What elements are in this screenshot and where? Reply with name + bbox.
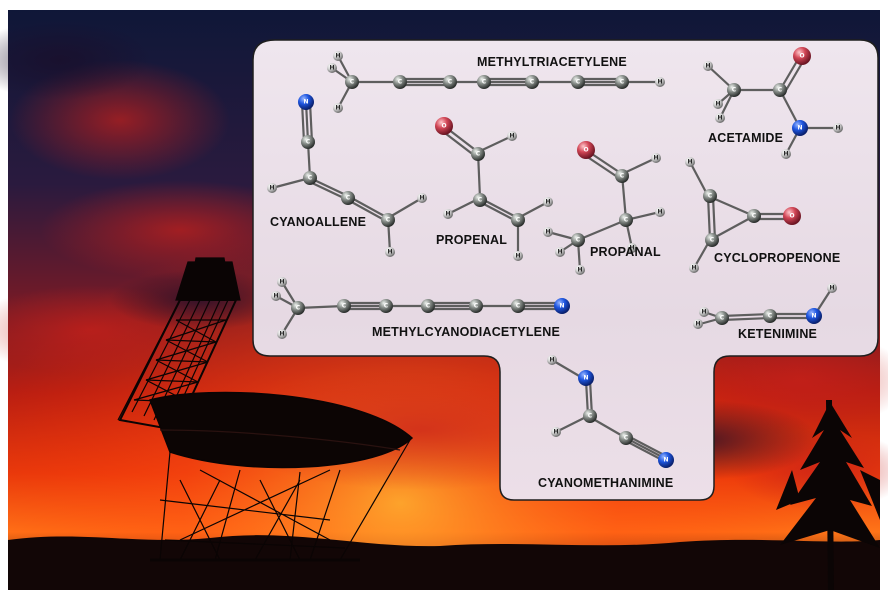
- svg-text:C: C: [720, 315, 725, 322]
- svg-text:C: C: [576, 79, 581, 86]
- svg-text:C: C: [778, 87, 783, 94]
- svg-text:C: C: [342, 303, 347, 310]
- svg-text:C: C: [620, 173, 625, 180]
- svg-text:N: N: [303, 99, 308, 106]
- svg-text:C: C: [426, 303, 431, 310]
- svg-text:C: C: [478, 197, 483, 204]
- svg-text:H: H: [545, 229, 550, 236]
- svg-text:H: H: [829, 285, 834, 292]
- label-propenal: PROPENAL: [436, 233, 507, 247]
- svg-text:C: C: [482, 79, 487, 86]
- svg-text:C: C: [476, 151, 481, 158]
- svg-text:N: N: [811, 313, 816, 320]
- label-ketenimine: KETENIMINE: [738, 327, 817, 341]
- label-propanal: PROPANAL: [590, 245, 661, 259]
- svg-text:H: H: [445, 211, 450, 218]
- svg-text:H: H: [515, 253, 520, 260]
- svg-text:C: C: [530, 79, 535, 86]
- molecule-labels: METHYLTRIACETYLENE ACETAMIDE CYANOALLENE…: [270, 55, 840, 490]
- svg-text:H: H: [273, 293, 278, 300]
- tree-silhouette: [776, 400, 880, 590]
- svg-text:H: H: [549, 357, 554, 364]
- svg-text:C: C: [624, 217, 629, 224]
- methylcyanodiacetylene-atoms: H H H C C C C C C N: [271, 277, 570, 339]
- svg-text:H: H: [577, 267, 582, 274]
- atoms: H H H C C C C C C C H H H H C C O N H H …: [267, 47, 843, 468]
- svg-text:C: C: [620, 79, 625, 86]
- svg-text:C: C: [308, 175, 313, 182]
- svg-text:H: H: [335, 105, 340, 112]
- svg-text:C: C: [398, 79, 403, 86]
- svg-text:H: H: [701, 309, 706, 316]
- svg-text:C: C: [576, 237, 581, 244]
- svg-text:H: H: [717, 115, 722, 122]
- label-acetamide: ACETAMIDE: [708, 131, 783, 145]
- label-methyltriacetylene: METHYLTRIACETYLENE: [477, 55, 627, 69]
- svg-text:O: O: [583, 147, 588, 154]
- svg-text:H: H: [387, 249, 392, 256]
- svg-text:C: C: [474, 303, 479, 310]
- svg-text:H: H: [835, 125, 840, 132]
- cyclopropenone-atoms: H C C C O H: [685, 157, 801, 273]
- svg-text:C: C: [296, 305, 301, 312]
- svg-text:N: N: [797, 125, 802, 132]
- svg-text:H: H: [335, 53, 340, 60]
- svg-text:H: H: [695, 321, 700, 328]
- cyanoallene-atoms: N C C H C C H H: [267, 94, 427, 257]
- svg-text:C: C: [448, 79, 453, 86]
- svg-text:C: C: [346, 195, 351, 202]
- svg-text:C: C: [350, 79, 355, 86]
- svg-text:C: C: [624, 435, 629, 442]
- label-cyanoallene: CYANOALLENE: [270, 215, 366, 229]
- svg-text:H: H: [653, 155, 658, 162]
- svg-text:H: H: [783, 151, 788, 158]
- svg-text:H: H: [657, 209, 662, 216]
- svg-text:H: H: [419, 195, 424, 202]
- label-cyclopropenone: CYCLOPROPENONE: [714, 251, 840, 265]
- molecule-panel: [252, 39, 879, 501]
- label-cyanomethanimine: CYANOMETHANIMINE: [538, 476, 673, 490]
- svg-text:H: H: [691, 265, 696, 272]
- svg-text:H: H: [557, 249, 562, 256]
- label-methylcyanodiacetylene: METHYLCYANODIACETYLENE: [372, 325, 560, 339]
- methyltriacetylene-atoms: H H H C C C C C C C H: [327, 51, 665, 113]
- svg-text:C: C: [732, 87, 737, 94]
- svg-text:H: H: [715, 101, 720, 108]
- svg-text:H: H: [705, 63, 710, 70]
- svg-text:H: H: [509, 133, 514, 140]
- radio-telescope-silhouette: [117, 257, 414, 562]
- svg-text:C: C: [588, 413, 593, 420]
- svg-text:H: H: [545, 199, 550, 206]
- svg-text:H: H: [279, 279, 284, 286]
- svg-text:H: H: [269, 185, 274, 192]
- cyanomethanimine-atoms: H N C H C N: [547, 355, 674, 468]
- svg-text:H: H: [629, 245, 634, 252]
- hills-silhouette: [8, 535, 880, 590]
- svg-text:H: H: [687, 159, 692, 166]
- svg-text:O: O: [799, 53, 804, 60]
- acetamide-atoms: H H H C C O N H H: [703, 47, 843, 159]
- svg-text:N: N: [583, 375, 588, 382]
- svg-text:C: C: [516, 217, 521, 224]
- svg-text:C: C: [708, 193, 713, 200]
- svg-text:H: H: [657, 79, 662, 86]
- svg-text:H: H: [279, 331, 284, 338]
- propenal-atoms: O C H C H C H H: [435, 117, 553, 261]
- svg-text:O: O: [789, 213, 794, 220]
- svg-text:C: C: [386, 217, 391, 224]
- svg-text:C: C: [710, 237, 715, 244]
- svg-text:H: H: [329, 65, 334, 72]
- svg-text:C: C: [306, 139, 311, 146]
- svg-text:H: H: [553, 429, 558, 436]
- svg-text:N: N: [559, 303, 564, 310]
- ketenimine-atoms: H H C C N H: [693, 283, 837, 329]
- svg-text:C: C: [516, 303, 521, 310]
- propanal-atoms: O C H C H H C H H H: [543, 141, 665, 275]
- svg-text:C: C: [384, 303, 389, 310]
- svg-text:N: N: [663, 457, 668, 464]
- svg-text:O: O: [441, 123, 446, 130]
- svg-text:C: C: [768, 313, 773, 320]
- svg-text:C: C: [752, 213, 757, 220]
